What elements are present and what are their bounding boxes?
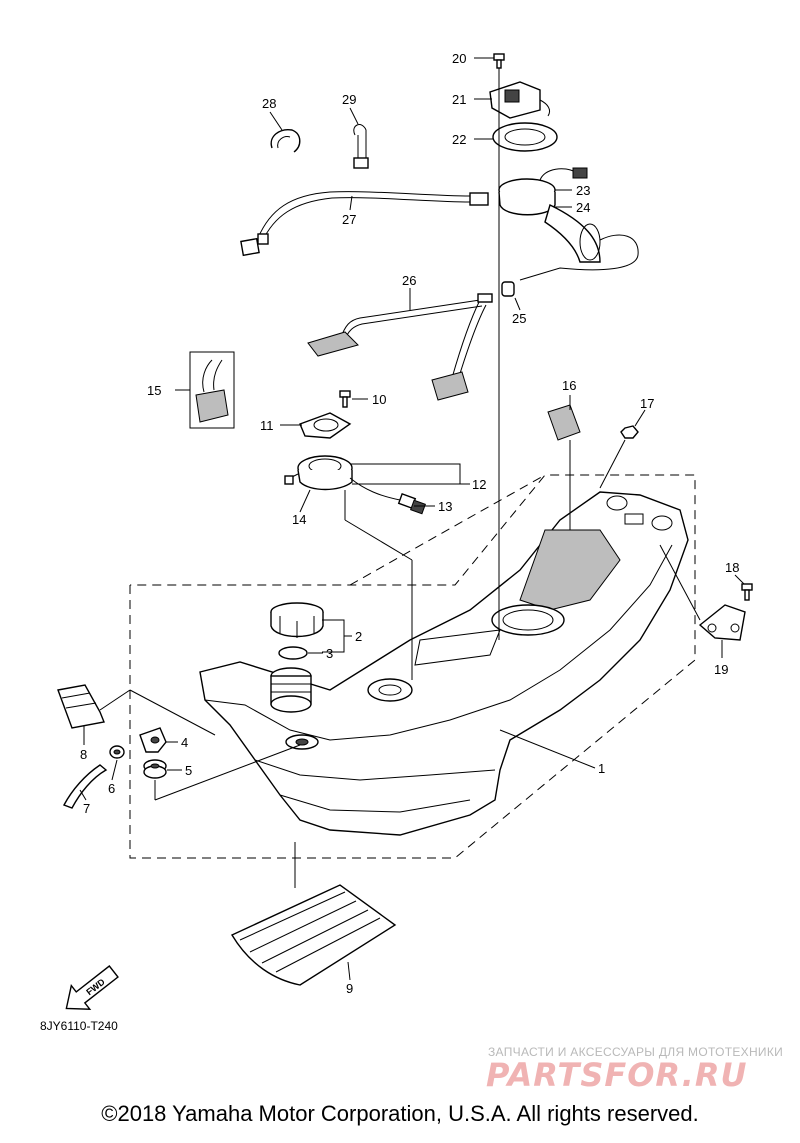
callout-8: 8 bbox=[80, 747, 87, 762]
callout-21: 21 bbox=[452, 92, 466, 107]
screw-20 bbox=[493, 53, 505, 69]
fuel-cap bbox=[270, 602, 324, 638]
callout-7: 7 bbox=[83, 801, 90, 816]
callout-26: 26 bbox=[402, 273, 416, 288]
filler-neck bbox=[270, 667, 319, 750]
fuel-sender-unit bbox=[284, 455, 401, 501]
grommet bbox=[143, 759, 167, 779]
bolt-10 bbox=[339, 390, 351, 408]
drain-hose bbox=[63, 764, 108, 809]
callout-27: 27 bbox=[342, 212, 356, 227]
callout-20: 20 bbox=[452, 51, 466, 66]
bolt-18 bbox=[741, 583, 753, 601]
drain-fitting bbox=[139, 727, 167, 753]
callout-13: 13 bbox=[438, 499, 452, 514]
callout-1: 1 bbox=[598, 761, 605, 776]
callout-6: 6 bbox=[108, 781, 115, 796]
damper-pad bbox=[57, 684, 105, 729]
fuel-pump bbox=[498, 167, 639, 281]
callout-14: 14 bbox=[292, 512, 306, 527]
callout-16: 16 bbox=[562, 378, 576, 393]
pump-gasket bbox=[492, 122, 558, 152]
callout-12: 12 bbox=[472, 477, 486, 492]
fuel-hose bbox=[240, 191, 489, 257]
callout-18: 18 bbox=[725, 560, 739, 575]
protector-sheet bbox=[230, 884, 397, 986]
callout-9: 9 bbox=[346, 981, 353, 996]
watermark-tagline: ЗАПЧАСТИ И АКСЕССУАРЫ ДЛЯ МОТОТЕХНИКИ bbox=[488, 1045, 784, 1059]
copyright-notice: ©2018 Yamaha Motor Corporation, U.S.A. A… bbox=[101, 1101, 699, 1126]
callout-5: 5 bbox=[185, 763, 192, 778]
nut-17 bbox=[620, 425, 639, 439]
hose-clamp-28 bbox=[270, 129, 301, 153]
breather-hose bbox=[307, 293, 493, 401]
callout-17: 17 bbox=[640, 396, 654, 411]
gasket-11 bbox=[299, 412, 352, 439]
pump-bracket bbox=[489, 81, 551, 119]
callout-29: 29 bbox=[342, 92, 356, 107]
callout-10: 10 bbox=[372, 392, 386, 407]
callout-11: 11 bbox=[260, 418, 274, 433]
watermark-logo: PARTSFOR.RU bbox=[486, 1056, 748, 1094]
bracket-19 bbox=[698, 604, 746, 641]
fwd-arrow-icon: FWD bbox=[65, 965, 119, 1010]
callout-2: 2 bbox=[355, 629, 362, 644]
leader-lines bbox=[79, 57, 745, 981]
callout-22: 22 bbox=[452, 132, 466, 147]
fuel-tank bbox=[199, 491, 689, 836]
callout-25: 25 bbox=[512, 311, 526, 326]
callout-19: 19 bbox=[714, 662, 728, 677]
callout-3: 3 bbox=[326, 646, 333, 661]
tank-pad bbox=[547, 404, 581, 441]
hose-clip bbox=[109, 745, 125, 759]
cap-o-ring bbox=[278, 646, 308, 660]
assembly-boundary bbox=[129, 474, 696, 859]
callout-4: 4 bbox=[181, 735, 188, 750]
hose-clip-29 bbox=[353, 124, 369, 169]
callout-23: 23 bbox=[576, 183, 590, 198]
callout-28: 28 bbox=[262, 96, 276, 111]
diagram-code: 8JY6110-T240 bbox=[40, 1019, 118, 1033]
sensor-box bbox=[189, 351, 235, 429]
callout-labels: 1 2 3 4 5 6 7 8 9 10 11 12 13 14 15 16 1… bbox=[80, 51, 739, 996]
callout-15: 15 bbox=[147, 383, 161, 398]
clamp-25 bbox=[501, 281, 515, 297]
sender-connector bbox=[397, 493, 426, 515]
callout-24: 24 bbox=[576, 200, 590, 215]
